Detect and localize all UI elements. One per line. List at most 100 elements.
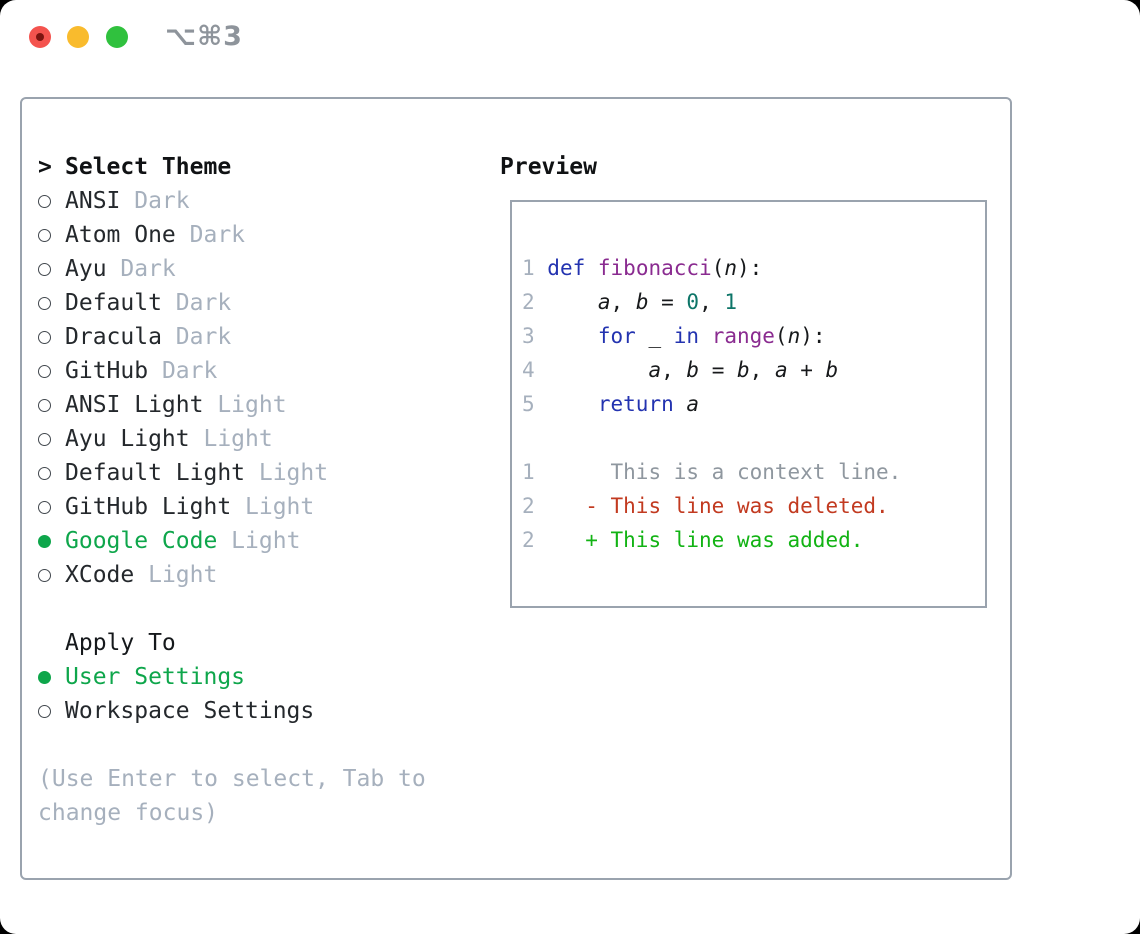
apply-option-label: Workspace Settings xyxy=(65,698,315,724)
preview-line: 2 - This line was deleted. xyxy=(522,494,889,518)
preview-line: 3 for _ in range(n): xyxy=(522,324,826,348)
theme-option[interactable]: Atom One Dark xyxy=(38,218,426,252)
radio-marker xyxy=(38,194,65,208)
zoom-button[interactable] xyxy=(106,26,128,48)
theme-option[interactable]: GitHub Light Light xyxy=(38,490,426,524)
help-text-line: change focus) xyxy=(38,800,219,826)
minimize-button[interactable] xyxy=(67,26,89,48)
radio-icon xyxy=(38,568,51,582)
theme-option-text: Dracula Dark xyxy=(65,320,231,354)
theme-option-text: ANSI Light Light xyxy=(65,388,287,422)
theme-name: Google Code xyxy=(65,528,218,554)
radio-marker xyxy=(38,466,65,480)
radio-marker xyxy=(38,262,65,276)
preview-line xyxy=(522,421,985,455)
theme-name: Ayu Light xyxy=(65,426,190,452)
radio-marker xyxy=(38,296,65,310)
theme-variant: Light xyxy=(245,460,329,486)
theme-variant: Dark xyxy=(161,324,232,350)
radio-icon xyxy=(38,296,51,310)
theme-name: ANSI Light xyxy=(65,392,204,418)
spacer xyxy=(38,728,426,762)
theme-option-text: ANSI Dark xyxy=(65,184,190,218)
theme-name: XCode xyxy=(65,562,135,588)
theme-variant: Dark xyxy=(161,290,232,316)
radio-icon xyxy=(38,500,51,514)
preview-line: 2 a, b = 0, 1 xyxy=(522,290,738,314)
theme-name: GitHub Light xyxy=(65,494,232,520)
theme-option[interactable]: Ayu Light Light xyxy=(38,422,426,456)
theme-option[interactable]: XCode Light xyxy=(38,558,426,592)
theme-variant: Light xyxy=(134,562,218,588)
theme-option-text: GitHub Light Light xyxy=(65,490,314,524)
radio-marker xyxy=(38,568,65,582)
focus-caret-icon: > xyxy=(38,154,52,180)
preview-line: 2 + This line was added. xyxy=(522,528,864,552)
radio-marker xyxy=(38,228,65,242)
theme-option-text: Default Light Light xyxy=(65,456,328,490)
radio-marker xyxy=(38,432,65,446)
radio-marker xyxy=(38,704,65,718)
apply-option[interactable]: User Settings xyxy=(38,660,426,694)
radio-icon xyxy=(38,194,51,208)
radio-marker xyxy=(38,500,65,514)
preview-line: 4 a, b = b, a + b xyxy=(522,358,839,382)
radio-marker xyxy=(38,330,65,344)
theme-option-text: Google Code Light xyxy=(65,524,300,558)
theme-option[interactable]: Default Light Light xyxy=(38,456,426,490)
theme-option-text: Ayu Dark xyxy=(65,252,176,286)
radio-marker xyxy=(38,670,65,684)
theme-option[interactable]: ANSI Light Light xyxy=(38,388,426,422)
preview-line: 5 return a xyxy=(522,392,700,416)
preview-box: 1 def fibonacci(n): 2 a, b = 0, 1 3 for _ … xyxy=(510,200,987,608)
theme-option-text: GitHub Dark xyxy=(65,354,217,388)
radio-marker xyxy=(38,398,65,412)
window-shortcut-label: ⌥⌘3 xyxy=(165,21,243,52)
theme-name: Dracula xyxy=(65,324,162,350)
theme-name: Ayu xyxy=(65,256,107,282)
close-dot-icon xyxy=(36,33,44,41)
theme-option-text: Atom One Dark xyxy=(65,218,245,252)
preview-title: Preview xyxy=(500,154,597,180)
theme-option[interactable]: GitHub Dark xyxy=(38,354,426,388)
theme-option-text: XCode Light xyxy=(65,558,217,592)
theme-list-header: > Select Theme xyxy=(38,150,426,184)
apply-option[interactable]: Workspace Settings xyxy=(38,694,426,728)
radio-icon xyxy=(38,704,51,718)
help-text-line: (Use Enter to select, Tab to xyxy=(38,766,426,792)
preview-line: 1 This is a context line. xyxy=(522,460,902,484)
radio-icon xyxy=(38,466,51,480)
radio-icon xyxy=(38,262,51,276)
apply-to-title: Apply To xyxy=(65,630,176,656)
theme-option[interactable]: Ayu Dark xyxy=(38,252,426,286)
theme-option-text: Default Dark xyxy=(65,286,231,320)
preview-code: 1 def fibonacci(n): 2 a, b = 0, 1 3 for _ … xyxy=(512,202,985,557)
theme-variant: Light xyxy=(217,528,301,554)
apply-option-label: User Settings xyxy=(65,664,246,690)
radio-marker xyxy=(38,534,65,548)
theme-variant: Light xyxy=(203,392,287,418)
theme-option[interactable]: ANSI Dark xyxy=(38,184,426,218)
theme-variant: Dark xyxy=(148,358,218,384)
theme-option-text: Ayu Light Light xyxy=(65,422,273,456)
close-button[interactable] xyxy=(29,26,51,48)
theme-name: Default xyxy=(65,290,162,316)
theme-variant: Dark xyxy=(120,188,190,214)
theme-list-title: Select Theme xyxy=(65,154,232,180)
radio-icon xyxy=(38,228,51,242)
spacer xyxy=(38,592,426,626)
theme-option[interactable]: Google Code Light xyxy=(38,524,426,558)
theme-variant: Dark xyxy=(106,256,176,282)
theme-option[interactable]: Dracula Dark xyxy=(38,320,426,354)
theme-option[interactable]: Default Dark xyxy=(38,286,426,320)
radio-selected-icon xyxy=(38,670,51,684)
radio-icon xyxy=(38,432,51,446)
preview-line: 1 def fibonacci(n): xyxy=(522,256,763,280)
radio-selected-icon xyxy=(38,534,51,548)
theme-name: ANSI xyxy=(65,188,121,214)
